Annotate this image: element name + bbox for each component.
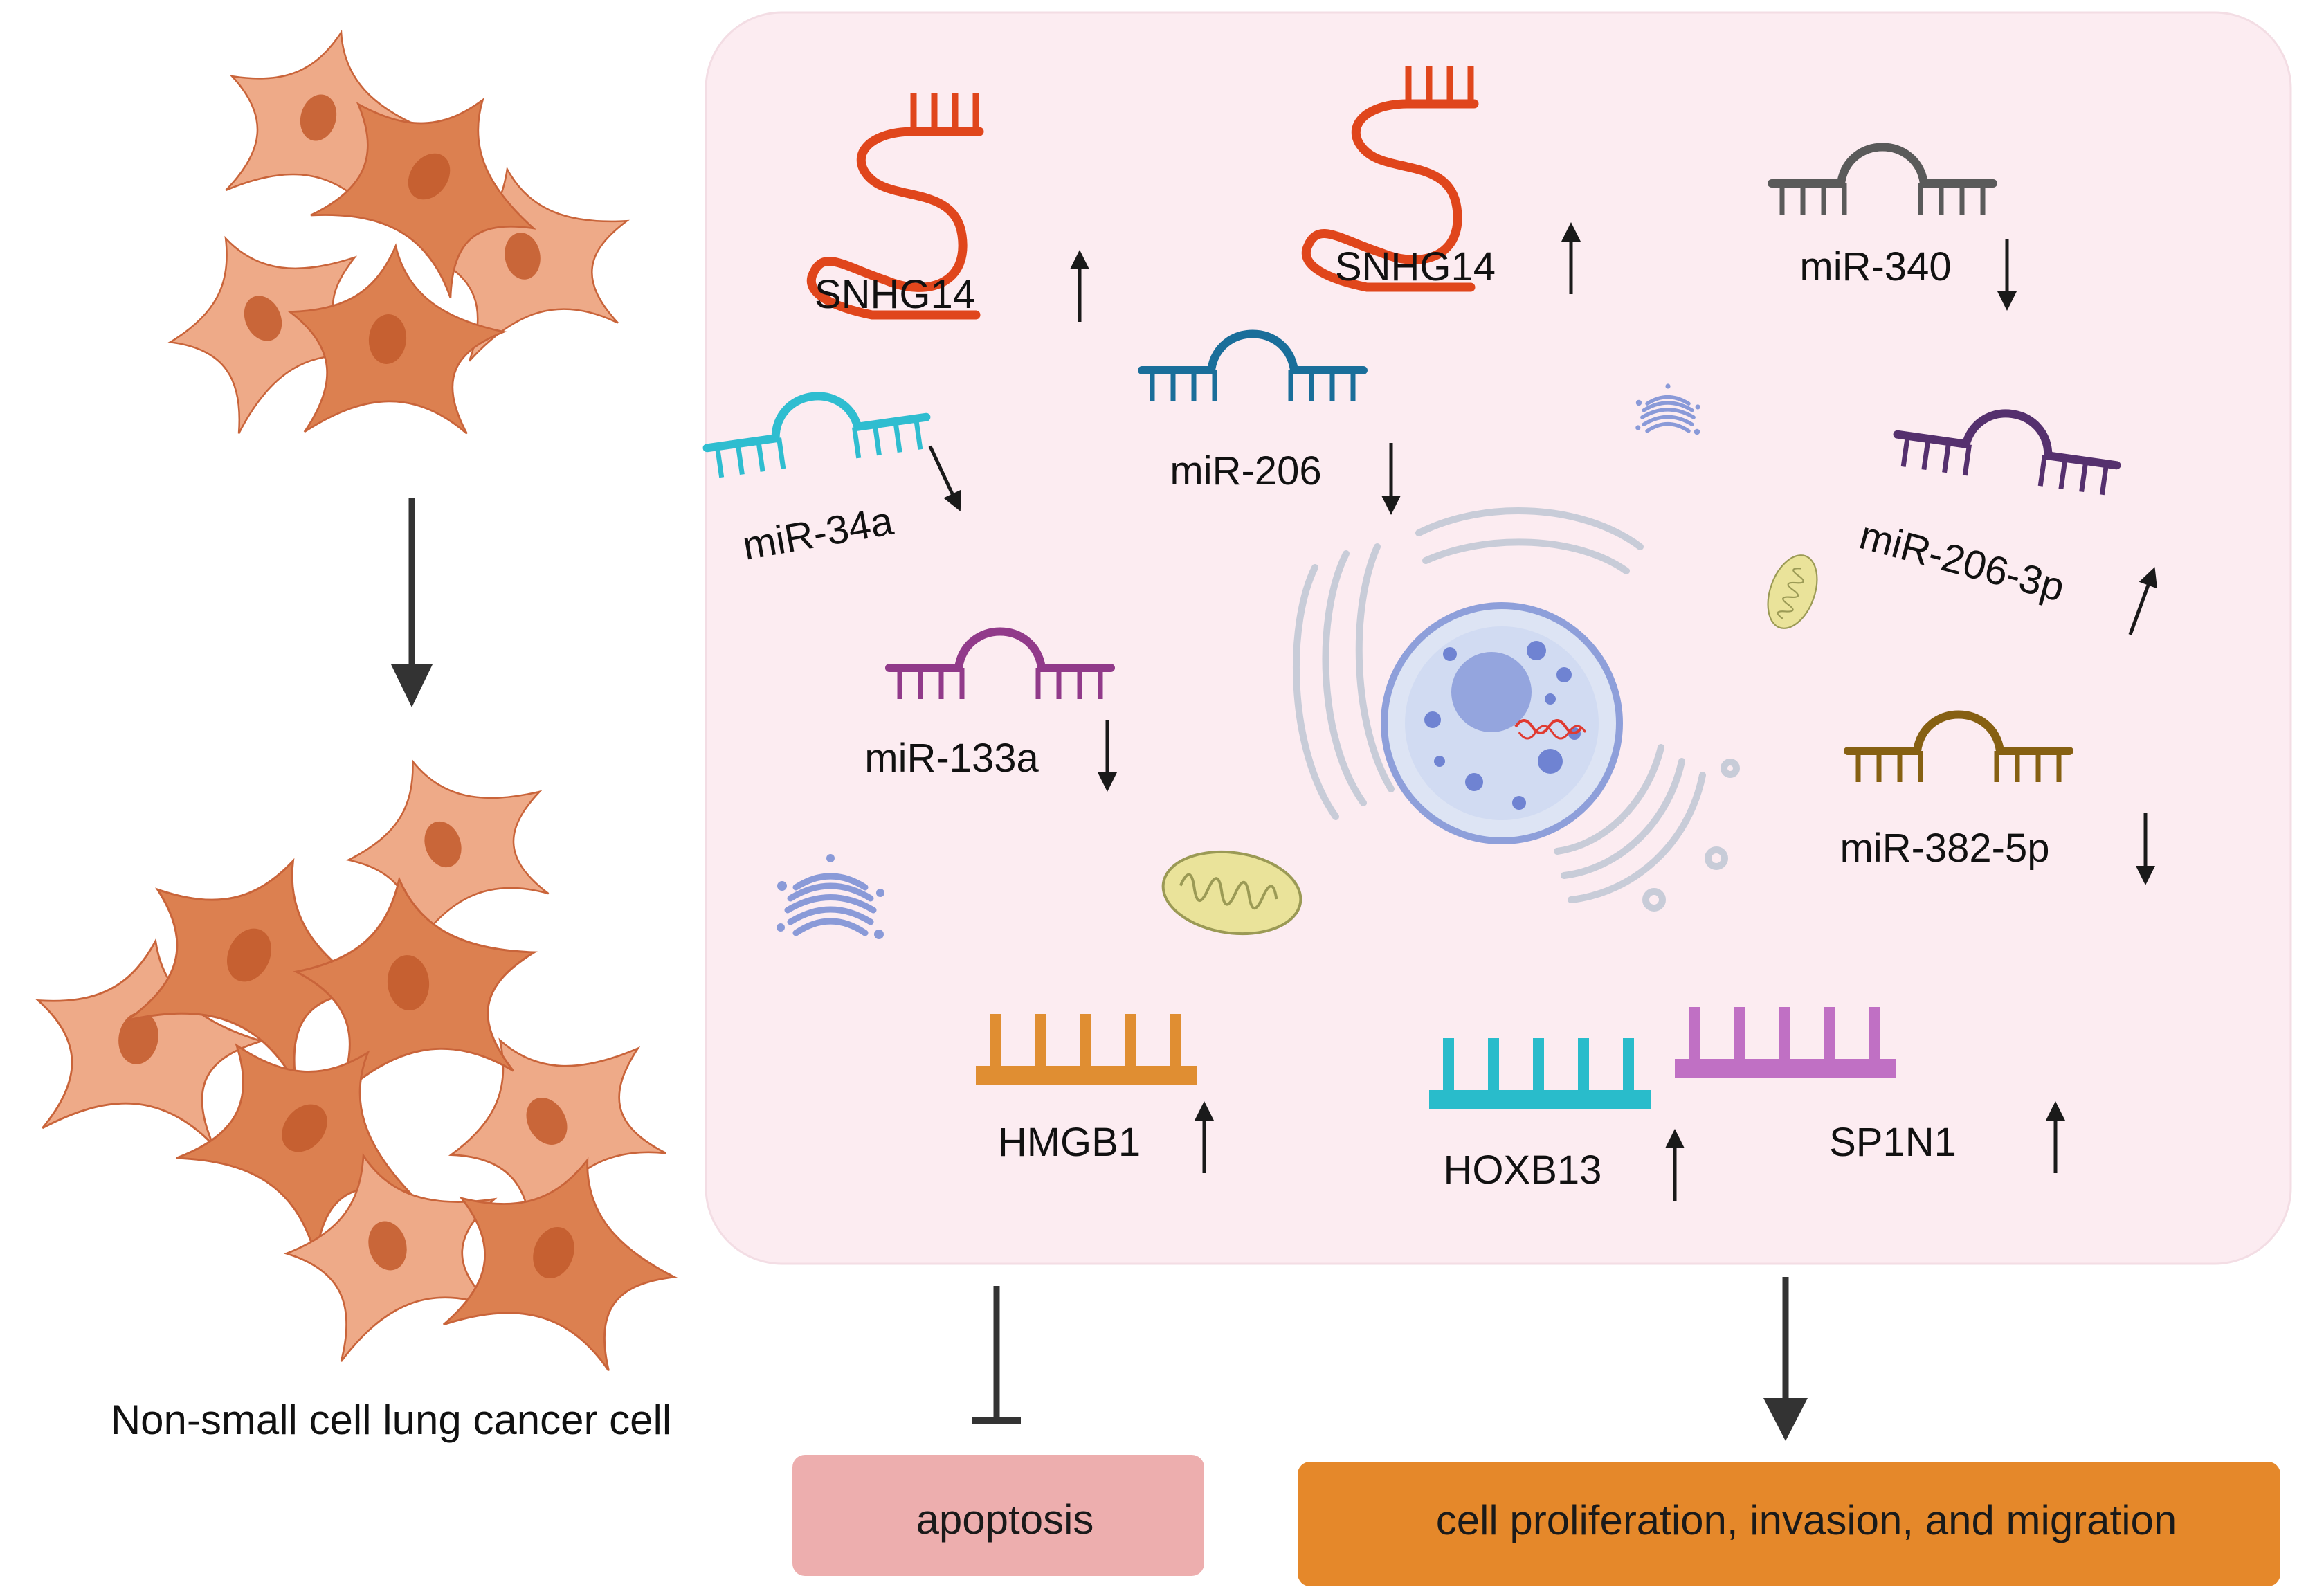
hmgb1-label: HMGB1 <box>998 1120 1141 1165</box>
cancer-cells-cluster <box>15 723 703 1395</box>
mir-382-5p-molecule: miR-382-5p <box>1840 715 2156 886</box>
cell-icon <box>323 723 579 966</box>
sp1n1-molecule: SP1N1 <box>1675 1007 2065 1173</box>
apoptosis-box: apoptosis <box>792 1455 1204 1576</box>
hmgb1-molecule: HMGB1 <box>976 1014 1214 1173</box>
endoplasmic-reticulum-icon <box>1293 507 1644 820</box>
normal-cells-cluster <box>139 7 647 450</box>
promotion-arrow <box>1763 1277 1808 1441</box>
hoxb13-label: HOXB13 <box>1444 1148 1602 1193</box>
hoxb13-molecule: HOXB13 <box>1429 1038 1685 1201</box>
cell-type-caption: Non-small cell lung cancer cell <box>111 1397 671 1443</box>
snhg14-label-b: SNHG14 <box>1335 244 1496 289</box>
snhg14-molecule-b: SNHG14 <box>1306 66 1581 294</box>
mir-206-molecule: miR-206 <box>1142 334 1401 516</box>
snhg14-molecule-a: SNHG14 <box>811 93 1089 322</box>
organelles <box>777 383 1827 944</box>
mir-133a-molecule: miR-133a <box>864 632 1117 792</box>
inhibition-arrow-icon <box>972 1286 1021 1424</box>
golgi-icon <box>1554 744 1740 912</box>
proliferation-box: cell proliferation, invasion, and migrat… <box>1298 1462 2280 1586</box>
mir-382-5p-label: miR-382-5p <box>1840 826 2050 871</box>
mir-133a-label: miR-133a <box>864 736 1039 781</box>
proliferation-label: cell proliferation, invasion, and migrat… <box>1436 1497 2177 1543</box>
mir-340-label: miR-340 <box>1799 244 1951 289</box>
snhg14-label-a: SNHG14 <box>815 272 975 317</box>
sp1n1-label: SP1N1 <box>1829 1120 1956 1165</box>
transformation-arrow <box>391 498 433 707</box>
nucleus-icon <box>1381 602 1623 844</box>
mir-340-molecule: miR-340 <box>1772 147 2017 311</box>
mir-206-label: miR-206 <box>1170 448 1321 493</box>
apoptosis-label: apoptosis <box>916 1496 1094 1543</box>
